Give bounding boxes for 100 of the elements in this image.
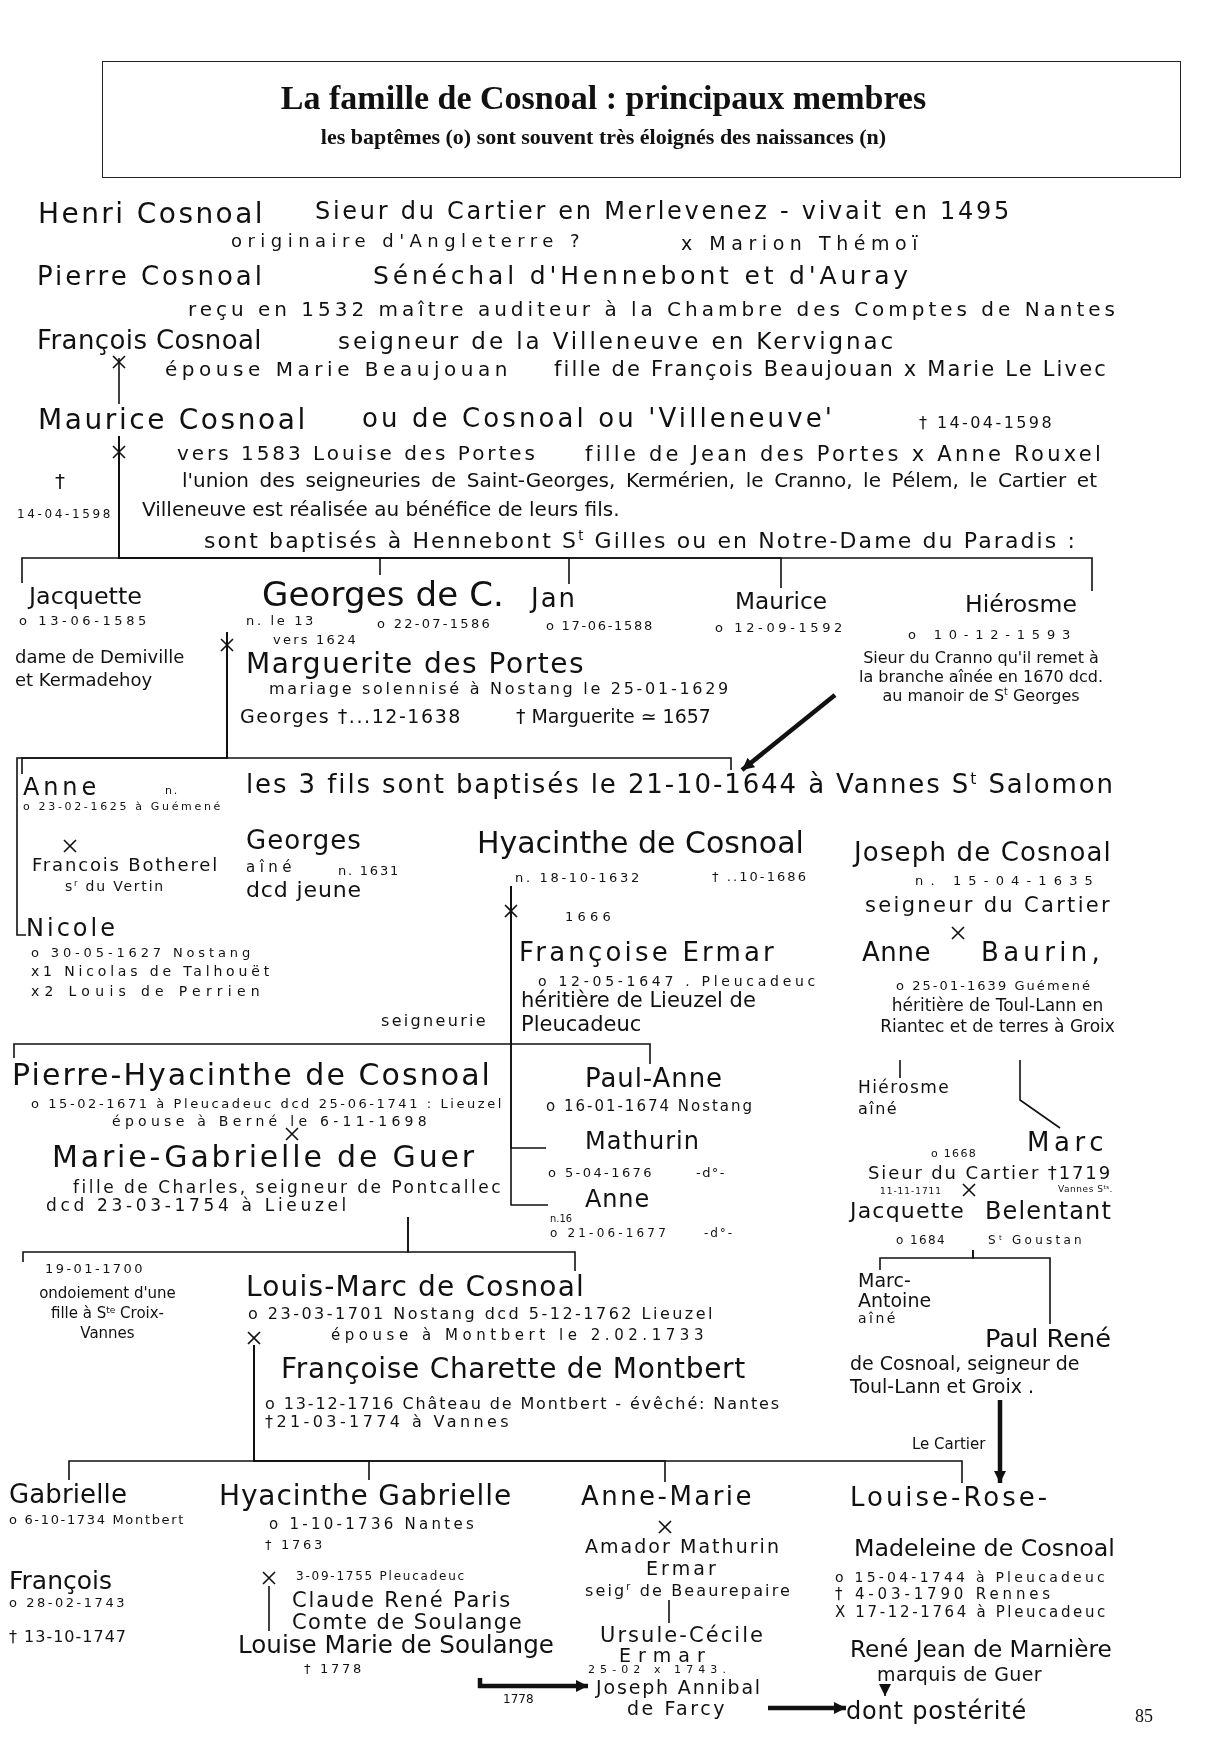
person-note: o 30-05-1627 Nostang <box>31 946 254 961</box>
person-note: seig$^{r}$ de Beaurepaire <box>585 1582 792 1601</box>
date-text: 1666 <box>565 910 615 925</box>
person-name: Louise-Rose- <box>850 1483 1050 1513</box>
date-text: n. 1631 <box>338 864 400 879</box>
person-name: Hyacinthe Gabrielle <box>219 1480 512 1513</box>
note-text: ou de Cosnoal ou 'Villeneuve' <box>362 404 835 434</box>
note-text: Sénéchal d'Hennebont et d'Auray <box>373 262 912 291</box>
person-note: † 4-03-1790 Rennes <box>835 1586 1054 1604</box>
person-note: -d°- <box>696 1166 726 1181</box>
person-name: Maurice Cosnoal <box>38 404 308 437</box>
person-name: Anne <box>585 1186 650 1214</box>
person-note: dcd 23-03-1754 à Lieuzel <box>46 1196 350 1216</box>
family-line <box>972 1249 1051 1325</box>
note-text: originaire d'Angleterre ? <box>231 231 585 252</box>
page-number: 85 <box>1135 1706 1153 1727</box>
note-text: Georges †...12-1638 <box>240 706 462 728</box>
note-text: sont baptisés à Hennebont S$^{t}$ Gilles ou en Notre-Dame du Paradis : <box>204 528 1077 554</box>
person-note: n. 18-10-1632 <box>515 871 642 886</box>
person-name: les 3 fils sont baptisés le 21-10-1644 à Vannes S$^{t}$ Salomon <box>246 770 1115 800</box>
arrow <box>740 693 837 772</box>
person-note: X 17-12-1764 à Pleucadeuc <box>835 1604 1108 1622</box>
name-text: Claude René Paris <box>292 1588 512 1613</box>
note-text: fille de Jean des Portes x Anne Rouxel <box>585 442 1104 467</box>
person-note: o 23-03-1701 Nostang dcd 5-12-1762 Lieuzel <box>248 1305 715 1324</box>
name-text: François <box>9 1567 112 1596</box>
note-text: reçu en 1532 maître auditeur à la Chambre des Comptes de Nantes <box>188 298 1119 321</box>
arrow <box>879 1683 891 1697</box>
person-note: n.16 <box>550 1213 572 1225</box>
person-note: de Farcy <box>627 1698 727 1720</box>
note-text: dcd jeune <box>246 877 362 903</box>
person-name: Marc-Antoine <box>858 1270 933 1310</box>
name-text: Henri Cosnoal <box>38 198 265 231</box>
person-note: -d°- <box>704 1227 734 1241</box>
person-name: o 1668 <box>931 1148 977 1161</box>
person-note: Belentant <box>985 1198 1112 1226</box>
person-name: Nicole <box>26 915 118 943</box>
person-note: Sieur du Cartier †1719 <box>868 1163 1112 1184</box>
family-line <box>510 885 549 1206</box>
person-note: o 6-10-1734 Montbert <box>9 1513 185 1528</box>
name-text: Françoise Charette de Montbert <box>281 1353 746 1386</box>
person-name: dont postérité <box>846 1698 1027 1726</box>
person-name: Anne <box>23 774 100 802</box>
date-text: vers 1624 <box>273 633 358 648</box>
person-note: dame de Demiville et Kermadehoy <box>15 645 186 691</box>
note-text: l'union des seigneuries de Saint-Georges, Kermérien, le Cranno, le Pélem, le Cartier et Villeneuve est réalisée au bénéfice de leurs fils. <box>142 467 1097 523</box>
person-note: Joseph Annibal <box>596 1677 762 1699</box>
arrow <box>994 1400 1006 1483</box>
person-name: Pierre-Hyacinthe de Cosnoal <box>12 1058 492 1093</box>
arrow <box>477 1678 588 1692</box>
person-name: 19-01-1700 <box>45 1262 145 1277</box>
person-note: ondoiement d'une fille à S$^{te}$ Croix-Vannes <box>38 1283 177 1343</box>
subtitle: les baptêmes (o) sont souvent très éloignés des naissances (n) <box>319 124 888 150</box>
person-note: x1 Nicolas de Talhouët <box>31 963 273 980</box>
person-name: Maurice <box>735 588 827 615</box>
person-note: o 15-02-1671 à Pleucadeuc dcd 25-06-1741 : Lieuzel <box>31 1097 504 1112</box>
person-note: o 12-09-1592 <box>715 621 846 636</box>
person-note: héritière de Toul-Lann en Riantec et de terres à Groix <box>879 995 1116 1037</box>
person-note: o 13-06-1585 <box>19 614 150 629</box>
date-text: †21-03-1774 à Vannes <box>265 1413 512 1432</box>
note-text: Sieur du Cartier en Merlevenez - vivait en 1495 <box>315 198 1012 226</box>
person-note: Ermar <box>646 1558 719 1580</box>
person-note: o 10-12-1593 <box>908 628 1077 643</box>
note-text: héritière de Lieuzel de Pleucadeuc <box>521 988 757 1036</box>
note-text: x Marion Thémoï <box>681 233 923 255</box>
person-name: Jan <box>531 584 577 614</box>
name-text: Françoise Ermar <box>519 938 777 968</box>
person-note: Ermar <box>619 1645 712 1666</box>
person-name: Anne <box>862 938 931 968</box>
person-note: épouse à Berné le 6-11-1698 <box>112 1113 431 1130</box>
name-text: Pierre Cosnoal <box>37 262 265 292</box>
note-text: aîné <box>246 859 296 877</box>
person-note: Madeleine de Cosnoal <box>854 1535 1115 1563</box>
person-note: marquis de Guer <box>877 1664 1042 1686</box>
person-name: Louis-Marc de Cosnoal <box>246 1271 585 1304</box>
family-line <box>268 1585 270 1632</box>
person-note: 3-09-1755 Pleucadeuc <box>296 1570 466 1584</box>
name-text: Joseph de Cosnoal <box>854 838 1112 868</box>
note-text: s$^{r}$ du Vertin <box>65 878 165 895</box>
person-note: o 5-04-1676 <box>548 1166 654 1181</box>
note-text: vers 1583 Louise des Portes <box>177 442 538 465</box>
note-text: mariage solennisé à Nostang le 25-01-1629 <box>269 680 731 699</box>
arrow <box>768 1702 846 1714</box>
note-text: fille de François Beaujouan x Marie Le Livec <box>554 357 1108 382</box>
family-line <box>118 357 120 405</box>
person-note: † ..10-1686 <box>712 870 808 885</box>
person-note: Marc <box>1027 1128 1108 1158</box>
person-note: Amador Mathurin <box>585 1536 781 1558</box>
person-note: Vannes S$^{ts}$. <box>1058 1184 1113 1195</box>
person-note: Sieur du Cranno qu'il remet à la branche aînée en 1670 dcd. au manoir de S$^{t}$ Georges <box>857 648 1105 705</box>
person-note: o 15-04-1744 à Pleucadeuc <box>835 1569 1108 1586</box>
person-name: Paul-Anne <box>585 1064 723 1094</box>
family-line <box>899 1059 901 1079</box>
person-note: x2 Louis de Perrien <box>31 983 265 1000</box>
person-note: épouse à Montbert le 2.02.1733 <box>331 1327 708 1345</box>
note-text: seigneurie <box>381 1012 488 1031</box>
person-note: o 1684 <box>896 1234 946 1248</box>
person-note: aîné <box>858 1100 898 1119</box>
date-text: 11-11-1711 <box>880 1186 942 1197</box>
note-text: seigneur de la Villeneuve en Kervignac <box>338 328 896 355</box>
